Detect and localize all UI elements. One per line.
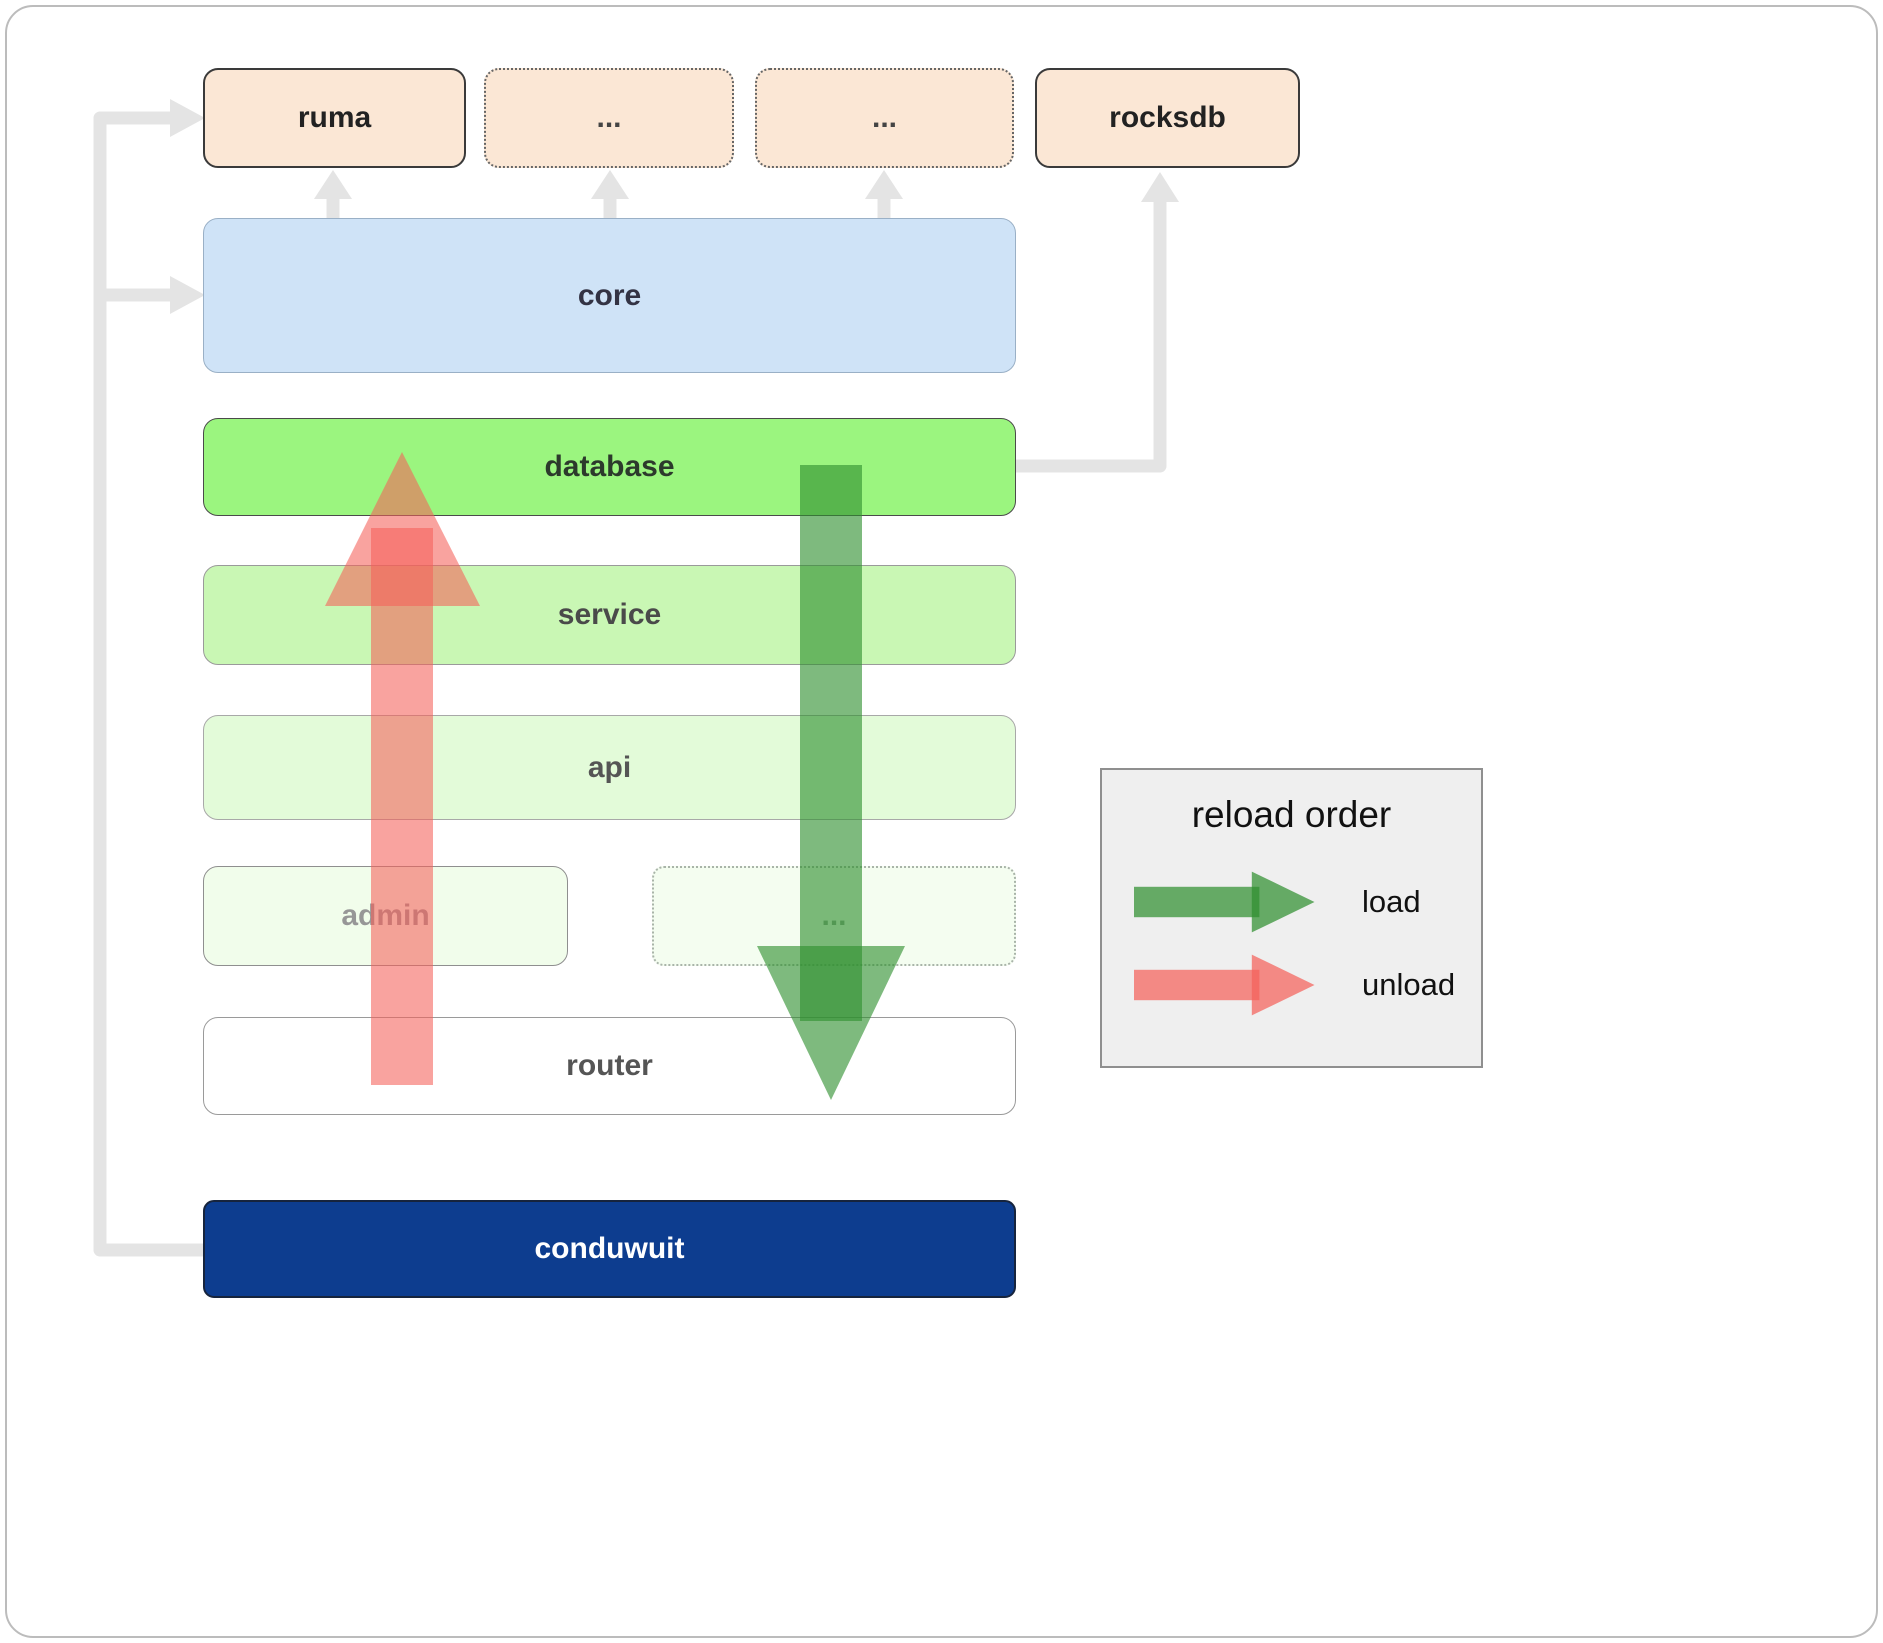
arrow-up-icon: [865, 170, 903, 199]
box-extension-2-label: ...: [871, 101, 897, 134]
legend-row-load: load: [1134, 867, 1421, 937]
connector-conduwuit-to-core: [100, 276, 205, 314]
unload-arrow-icon: [1134, 954, 1315, 1016]
box-conduwuit: conduwuit: [203, 1200, 1016, 1298]
box-core-label: core: [577, 278, 642, 312]
legend-unload-label: unload: [1362, 967, 1456, 1002]
arrow-up-icon: [1141, 172, 1179, 202]
box-core: core: [203, 218, 1016, 373]
connector-core-to-ruma: [314, 170, 352, 220]
box-extension-2: ...: [755, 68, 1014, 168]
load-arrow-icon: [1134, 871, 1315, 933]
connector-core-to-ext1: [591, 170, 629, 220]
box-rocksdb-label: rocksdb: [1109, 101, 1226, 134]
arrow-right-icon: [170, 99, 205, 137]
unload-arrow: [325, 452, 480, 1085]
box-api: api: [203, 715, 1016, 820]
box-database-label: database: [544, 450, 675, 483]
box-router: router: [203, 1017, 1016, 1115]
box-database: database: [203, 418, 1016, 516]
box-rocksdb: rocksdb: [1035, 68, 1300, 168]
connector-conduwuit-to-ruma: [93, 99, 212, 1257]
box-extension-1: ...: [484, 68, 734, 168]
connector-core-to-ext2: [865, 170, 903, 220]
load-arrow: [757, 465, 905, 1100]
legend-load-label: load: [1362, 884, 1421, 919]
arrow-down-icon: [757, 946, 905, 1100]
legend-row-unload: unload: [1134, 950, 1455, 1020]
box-ruma-label: ruma: [297, 101, 372, 134]
arrow-up-icon: [314, 170, 352, 199]
arrow-right-icon: [170, 276, 205, 314]
arrow-up-icon: [325, 452, 480, 606]
box-router-label: router: [566, 1049, 653, 1082]
arrow-up-icon: [591, 170, 629, 199]
box-conduwuit-label: conduwuit: [534, 1232, 685, 1265]
box-api-label: api: [587, 750, 632, 784]
box-extension-1-label: ...: [596, 101, 622, 134]
box-service-label: service: [557, 598, 662, 631]
connector-database-to-rocksdb: [1012, 172, 1179, 473]
legend: reload order load unload: [1100, 768, 1483, 1068]
box-ruma: ruma: [203, 68, 466, 168]
legend-title: reload order: [1191, 794, 1392, 835]
